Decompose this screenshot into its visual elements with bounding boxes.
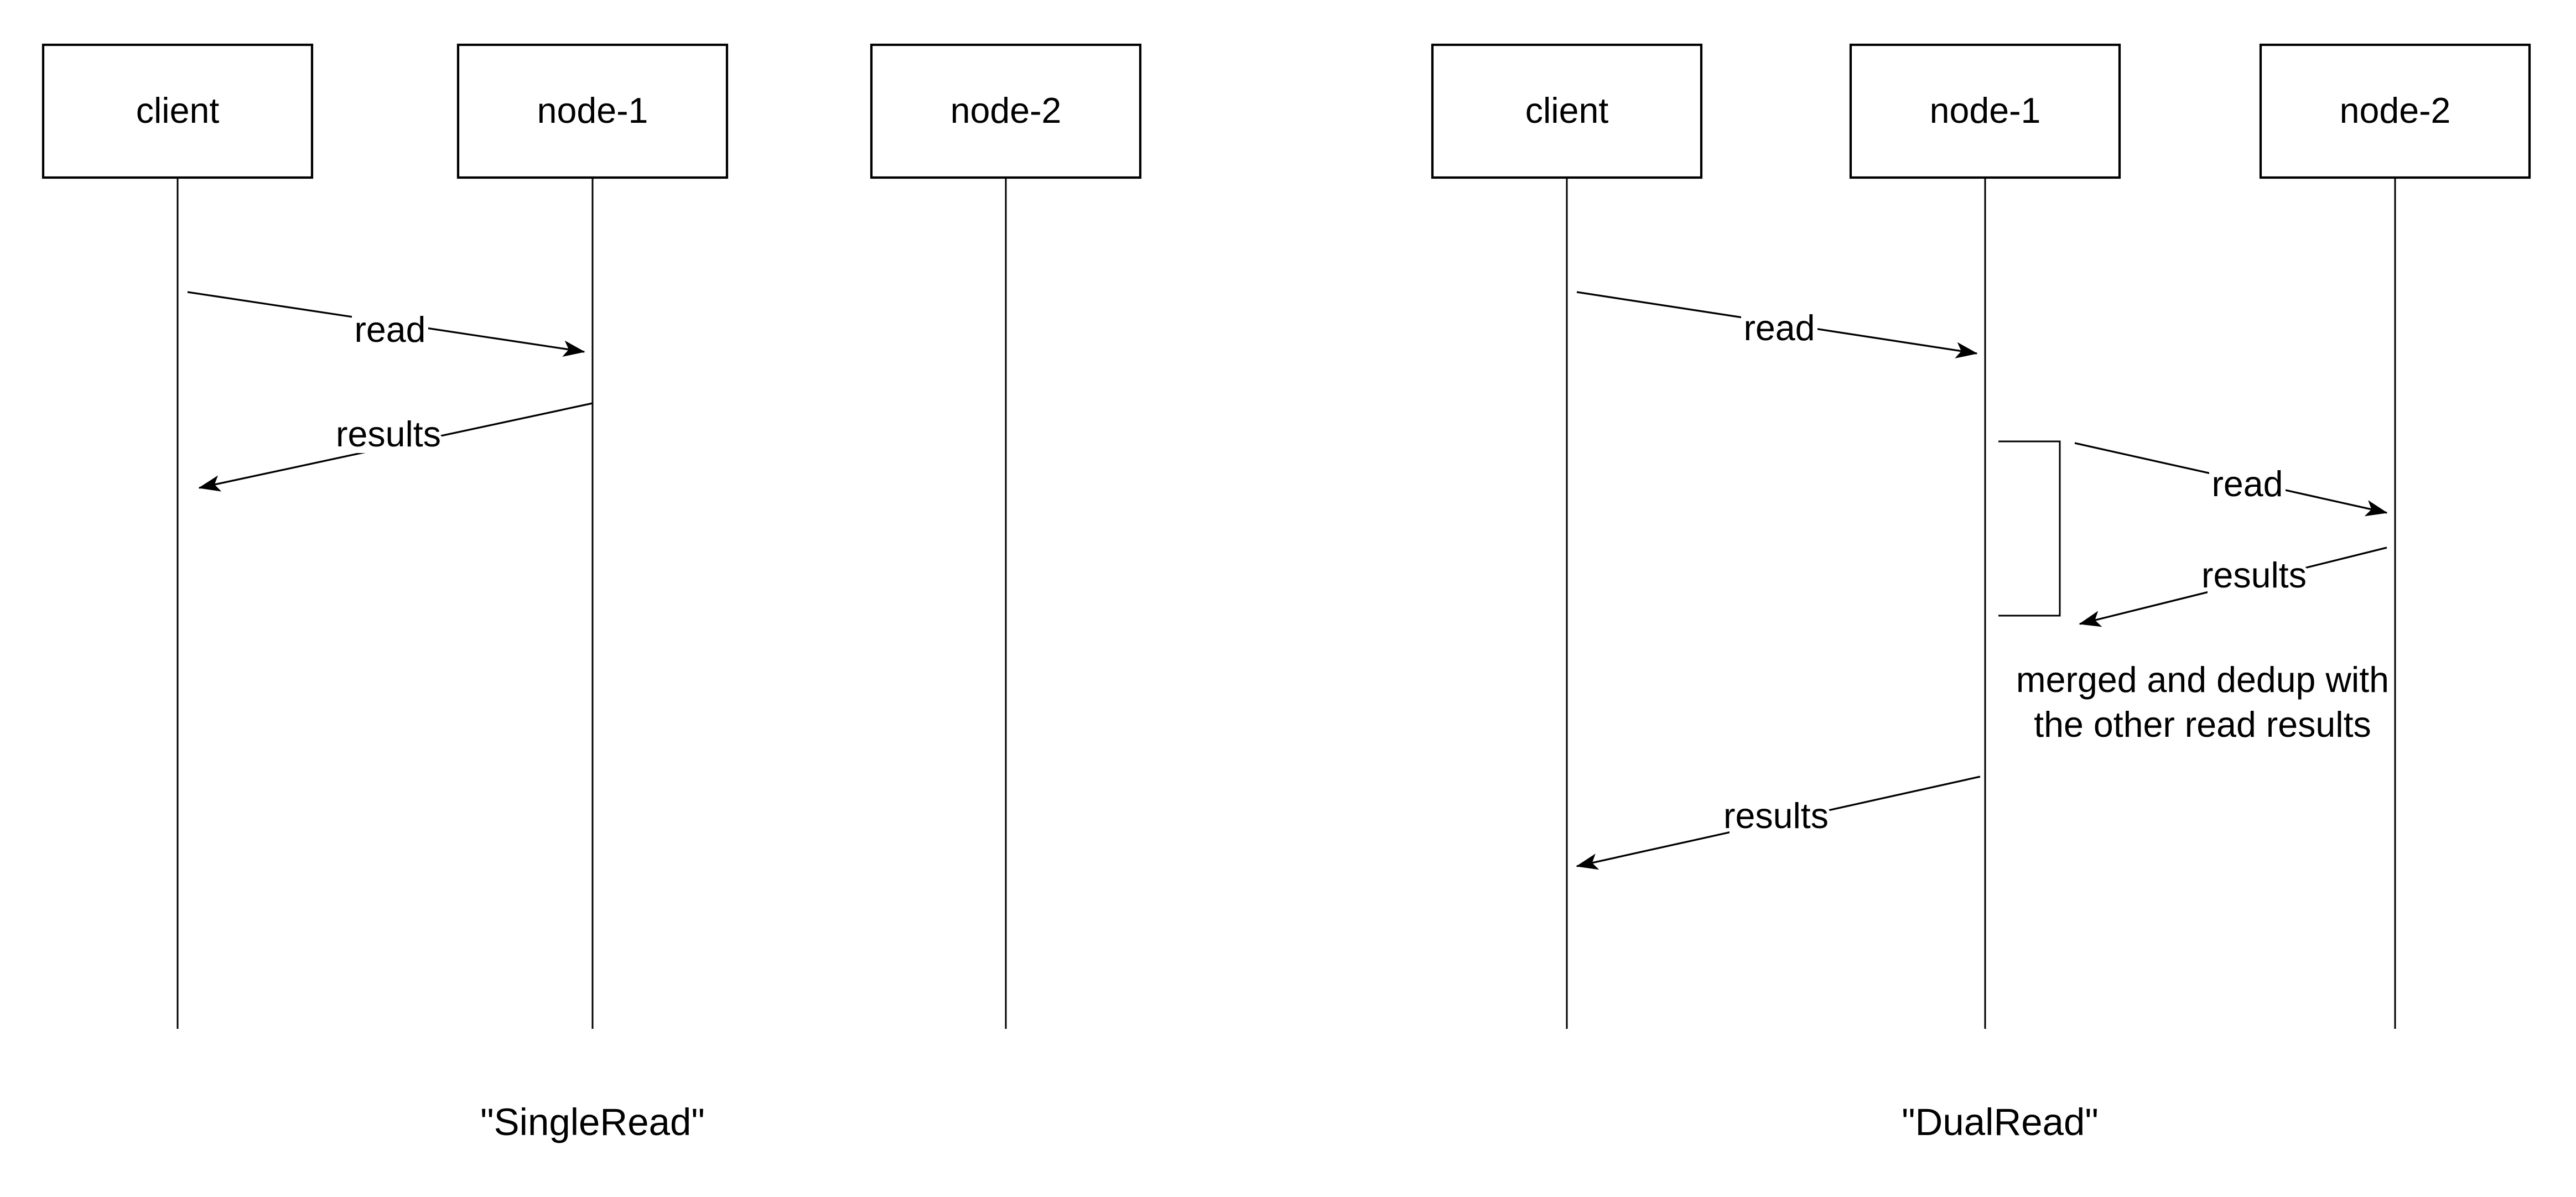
diagram-singleread: client node-1 node-2 read results "Singl… — [41, 43, 1142, 1143]
actor-box-node-1 — [456, 43, 729, 179]
message-label-read: read — [2211, 464, 2283, 504]
message-label-background — [342, 417, 435, 454]
diagram-caption-singleread: "SingleRead" — [480, 1101, 705, 1143]
actor-box-node-2 — [870, 43, 1142, 179]
message-label-read: read — [354, 310, 425, 350]
note-merged-dedup: merged and dedup with the other read res… — [2016, 660, 2389, 745]
message-label-background — [1730, 798, 1822, 835]
message-results-node2-node1: results — [2079, 547, 2387, 627]
note-text-line-1: merged and dedup with — [2016, 660, 2389, 700]
actor-node-1: node-1 — [456, 43, 729, 179]
actor-label-client: client — [136, 91, 220, 131]
actor-label-node-1: node-1 — [537, 91, 648, 131]
message-label-background — [1741, 310, 1817, 347]
message-results: results — [198, 402, 593, 492]
actor-node-2: node-2 — [2259, 43, 2531, 179]
message-read: read — [187, 291, 585, 357]
message-label-results: results — [336, 414, 441, 454]
message-read-node1-node2: read — [2074, 442, 2388, 517]
actor-label-node-1: node-1 — [1930, 91, 2041, 131]
actor-box-node-1 — [1849, 43, 2121, 179]
message-label-background — [2209, 466, 2286, 503]
message-read-client-node1: read — [1576, 291, 1978, 358]
actor-client: client — [41, 43, 314, 179]
message-label-results: results — [1723, 796, 1829, 836]
actor-label-node-2: node-2 — [2340, 91, 2451, 131]
activation-bracket-node-1 — [1998, 440, 2061, 617]
actor-box-client — [1431, 43, 1703, 179]
actor-box-node-2 — [2259, 43, 2531, 179]
message-label-read: read — [1743, 308, 1815, 348]
message-results-node1-client: results — [1576, 776, 1981, 870]
message-label-background — [2208, 558, 2300, 595]
note-text-line-2: the other read results — [2034, 705, 2371, 745]
diagram-dualread: client node-1 node-2 read read resu — [1431, 43, 2531, 1143]
actor-label-node-2: node-2 — [951, 91, 1062, 131]
actor-node-2: node-2 — [870, 43, 1142, 179]
diagram-caption-dualread: "DualRead" — [1902, 1101, 2099, 1143]
actor-node-1: node-1 — [1849, 43, 2121, 179]
actor-label-client: client — [1525, 91, 1609, 131]
message-label-background — [352, 312, 428, 349]
message-label-results: results — [2201, 555, 2307, 595]
actor-box-client — [41, 43, 314, 179]
actor-client: client — [1431, 43, 1703, 179]
